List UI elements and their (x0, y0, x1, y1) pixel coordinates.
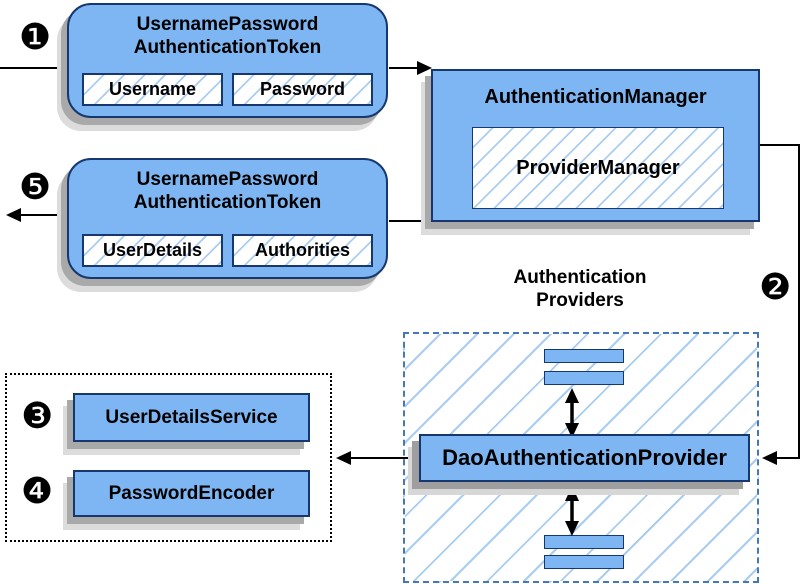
response-token-title-line1: UsernamePassword (136, 169, 319, 190)
user-details-service-box: UserDetailsService (73, 393, 310, 442)
step-1-badge: ❶ (19, 17, 52, 58)
authentication-providers-heading: Authentication Providers (440, 266, 720, 312)
password-encoder-label: PasswordEncoder (108, 482, 275, 504)
request-token-box: UsernamePassword AuthenticationToken Use… (67, 3, 388, 118)
user-details-service-label: UserDetailsService (105, 406, 278, 428)
providers-heading-line2: Providers (536, 290, 624, 311)
response-token-box: UsernamePassword AuthenticationToken Use… (67, 158, 388, 279)
arrowhead-into-manager (417, 61, 432, 75)
provider-stub-bar (544, 555, 624, 569)
arrowhead-into-provider (762, 451, 777, 465)
provider-stub-bar (544, 535, 624, 549)
password-encoder-box: PasswordEncoder (73, 470, 310, 517)
provider-manager-box: ProviderManager (472, 127, 724, 209)
step-3-badge: ❸ (21, 396, 54, 437)
step-2-badge: ❷ (759, 267, 792, 308)
arrowhead-response-out (6, 208, 21, 222)
response-token-fields: UserDetails Authorities (69, 234, 386, 267)
provider-stub-bar (544, 349, 624, 363)
request-token-title-line1: UsernamePassword (136, 14, 319, 35)
services-group (5, 373, 332, 542)
provider-stub-bar (544, 371, 624, 385)
request-token-title-line2: AuthenticationToken (133, 37, 322, 58)
response-token-title-line2: AuthenticationToken (133, 192, 322, 213)
step-4-badge: ❹ (21, 471, 54, 512)
request-token-fields: Username Password (69, 73, 386, 106)
username-field: Username (82, 73, 223, 106)
dao-authentication-provider-box: DaoAuthenticationProvider (419, 434, 750, 482)
response-token-title: UsernamePassword AuthenticationToken (69, 168, 386, 214)
step-5-badge: ❺ (19, 167, 52, 208)
authentication-manager-box: AuthenticationManager ProviderManager (431, 69, 760, 222)
request-token-title: UsernamePassword AuthenticationToken (69, 13, 386, 59)
user-details-field: UserDetails (82, 234, 223, 267)
providers-heading-line1: Authentication (513, 267, 647, 288)
password-field: Password (232, 73, 373, 106)
authentication-manager-title: AuthenticationManager (484, 86, 707, 108)
arrowhead-into-services (336, 451, 351, 465)
authorities-field: Authorities (232, 234, 373, 267)
